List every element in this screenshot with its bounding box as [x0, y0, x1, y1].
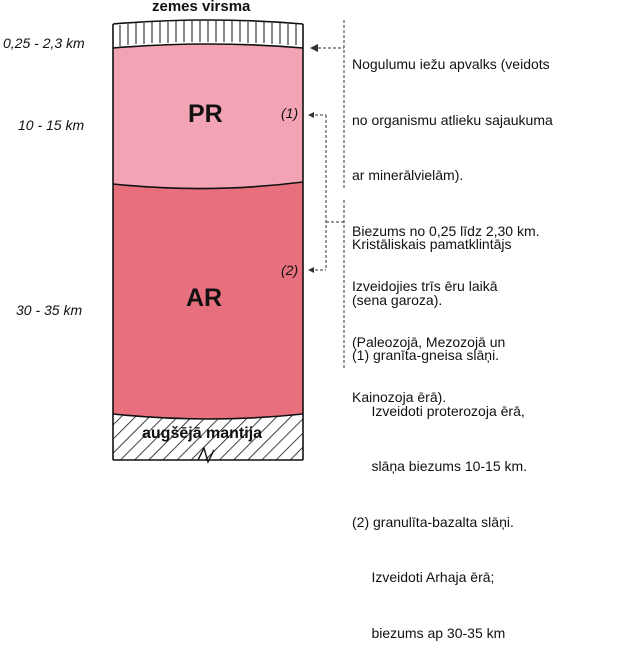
- note-line: Kainozoja ērā).: [352, 389, 447, 405]
- note-line: Nogulumu iežu apvalks (veidots: [352, 56, 550, 72]
- depth-label-pr: 10 - 15 km: [18, 117, 85, 133]
- depth-label-sediment: 0,25 - 2,3 km: [3, 35, 85, 51]
- ar-layer: [113, 182, 303, 419]
- mantle-label: augšējā mantija: [142, 425, 263, 442]
- pr-layer: [113, 44, 303, 189]
- depth-label-ar: 30 - 35 km: [16, 302, 83, 318]
- note-line: (Paleozojā, Mezozojā un: [352, 333, 506, 350]
- note-line: (1) granīta-gneisa slāņi.: [352, 347, 500, 363]
- sediment-ticks: [119, 21, 297, 46]
- crust-diagram: [112, 19, 345, 464]
- note-line: no organismu atlieku sajaukuma: [352, 111, 553, 128]
- note-line: Izveidoti Arhaja ērā;: [352, 569, 495, 585]
- note-line: biezums ap 30-35 km: [352, 624, 506, 641]
- note-line: ar minerālvielām).: [352, 167, 464, 183]
- mantle-layer: [113, 414, 303, 460]
- marker-two: (2): [281, 262, 299, 278]
- note-line: (2) granulīta-bazalta slāņi.: [352, 513, 514, 530]
- basement-description: Kristāliskais pamatklintājs (sena garoza…: [352, 198, 527, 661]
- sediment-description: Nogulumu iežu apvalks (veidots no organi…: [352, 18, 553, 425]
- surface-label: zemes virsma: [152, 0, 251, 15]
- note-line: Biezums no 0,25 līdz 2,30 km.: [352, 222, 540, 239]
- note-line: Izveidoti proterozoja ērā,: [352, 402, 525, 419]
- pr-layer-label: PR: [188, 100, 223, 128]
- note-line: slāņa biezums 10-15 km.: [352, 458, 528, 474]
- ar-layer-label: AR: [186, 284, 223, 312]
- marker-one: (1): [281, 105, 299, 121]
- note-line: Izveidojies trīs ēru laikā: [352, 278, 498, 294]
- note-line: (sena garoza).: [352, 291, 443, 308]
- note-line: Kristāliskais pamatklintājs: [352, 236, 512, 252]
